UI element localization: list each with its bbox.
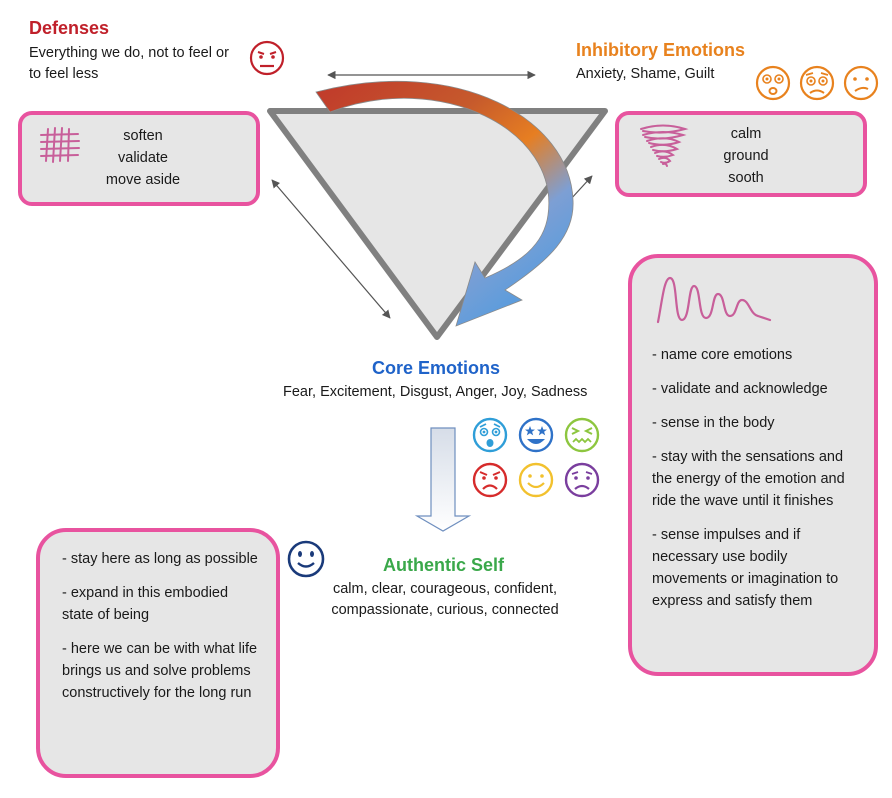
defenses-title: Defenses [29,18,110,38]
core-subtitle: Fear, Excitement, Disgust, Anger, Joy, S… [283,384,588,400]
down-arrow [414,427,472,532]
authentic-subtitle-line1: calm, clear, courageous, confident, [332,581,558,597]
authentic-practice-be-with-life: - here we can be with what life brings u… [62,641,258,701]
sad-face-icon [249,40,285,76]
connector-left [271,179,391,319]
excitement-face-icon [518,417,554,453]
inhibitory-action-calm: calm [730,126,762,142]
grid-mesh-icon [40,127,80,163]
authentic-practice-stay: - stay here as long as possible [62,551,258,567]
defense-action-move-aside: move aside [105,172,181,188]
inhibitory-subtitle: Anxiety, Shame, Guilt [576,66,715,82]
defenses-subtitle-line1: Everything we do, not to feel or [29,45,229,61]
authentic-practice-expand: - expand in this embodied state of being [62,585,229,623]
connector-right [569,175,593,201]
authentic-title: Authentic Self [383,555,505,575]
defenses-subtitle: Everything we do, not to feel or to feel… [29,43,229,85]
authentic-subtitle-line2: compassionate, curious, connected [331,602,559,618]
inhibitory-action-sooth: sooth [728,170,764,186]
core-practices-box: - name core emotions - validate and ackn… [628,254,878,676]
core-practice-name: - name core emotions [652,347,793,363]
defenses-box: soften validate move aside [18,111,260,206]
defenses-subtitle-line2: to feel less [29,66,99,82]
disgust-face-icon [564,417,600,453]
joy-face-icon [518,462,554,498]
authentic-practices-box: - stay here as long as possible - expand… [36,528,280,778]
ashamed-face-icon [799,65,835,101]
defense-action-validate: validate [118,150,168,166]
inhibitory-title: Inhibitory Emotions [576,40,745,60]
core-practice-impulses: - sense impulses and if necessary use bo… [652,527,839,609]
anger-face-icon [472,462,508,498]
anxious-face-icon [755,65,791,101]
wave-icon [656,276,772,324]
fear-face-icon [472,417,508,453]
core-practice-validate: - validate and acknowledge [652,381,828,397]
inhibitory-box: calm ground sooth [615,111,867,197]
inhibitory-action-ground: ground [723,148,769,164]
core-practice-sense-body: - sense in the body [652,415,775,431]
core-title: Core Emotions [372,358,501,378]
swoop-arrow [315,80,574,327]
defense-action-soften: soften [123,128,163,144]
tornado-icon [640,124,689,167]
calm-face-icon [287,540,325,578]
core-practice-ride-wave: - stay with the sensations and the energ… [652,449,845,509]
worried-face-icon [843,65,879,101]
sadness-face-icon [564,462,600,498]
authentic-subtitle: calm, clear, courageous, confident, comp… [320,579,570,621]
